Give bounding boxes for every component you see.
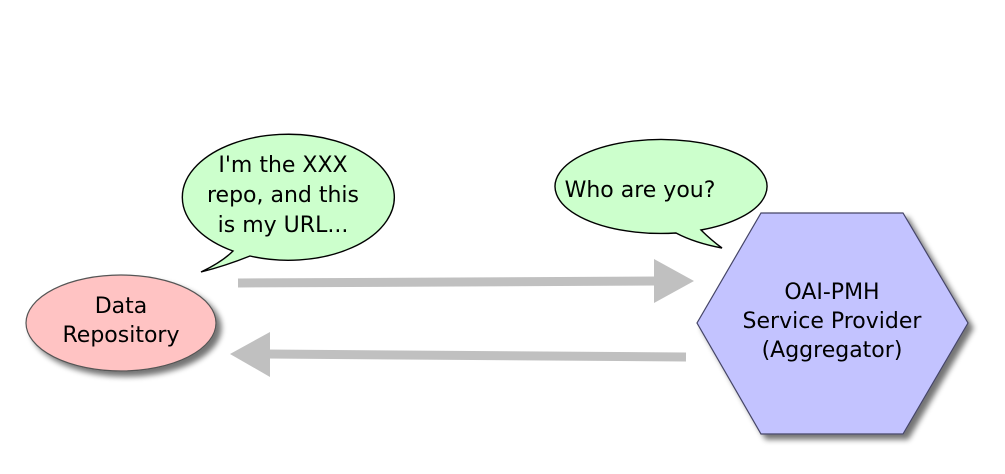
repo-reply-line-1: I'm the XXX (218, 153, 347, 178)
data-repository-label-line-1: Data (95, 294, 148, 319)
arrow-to-repository (230, 332, 687, 377)
service-provider-label-line-1: OAI-PMH (784, 280, 879, 305)
repo-reply-line-2: repo, and this (207, 183, 359, 208)
repo-reply-bubble-shape (181, 133, 396, 273)
data-repository-shape (25, 274, 217, 372)
service-provider-label-line-2: Service Provider (743, 309, 923, 334)
service-provider-label-line-3: (Aggregator) (762, 338, 903, 363)
service-provider-shape (696, 212, 969, 435)
data-repository-label-line-2: Repository (63, 323, 180, 348)
provider-question-line-1: Who are you? (565, 178, 716, 203)
arrow-to-provider (237, 259, 694, 303)
arrow-to-provider-shaft (237, 276, 659, 288)
provider-question-bubble-shape (554, 138, 768, 249)
service-provider-node: OAI-PMH Service Provider (Aggregator) (696, 212, 969, 435)
arrow-to-repository-shaft (265, 349, 687, 362)
provider-question-bubble: Who are you? (554, 138, 768, 249)
arrow-to-provider-head (654, 259, 694, 303)
arrow-to-repository-head (230, 332, 270, 377)
data-repository-node: Data Repository (25, 274, 217, 372)
repo-reply-bubble: I'm the XXX repo, and this is my URL... (181, 133, 396, 273)
repo-reply-line-3: is my URL... (218, 213, 349, 238)
